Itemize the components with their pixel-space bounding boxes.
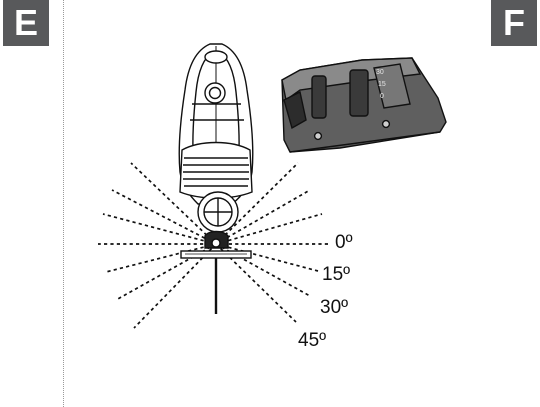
panel-e-badge: E [3,0,49,46]
jigsaw-body [178,43,254,249]
panel-divider [63,0,64,407]
angle-label-45: 45º [298,330,327,351]
bevel-scale: 30 15 0 [376,69,386,100]
shoe-bevel-detail [281,57,447,153]
angle-label-30: 30º [320,297,349,318]
shoe-plate [180,250,252,259]
bevel-scale-mark-0: 0 [380,93,384,100]
panel-f-badge: F [491,0,537,46]
bevel-scale-mark-15: 15 [378,81,386,88]
angle-label-15: 15º [322,264,351,285]
bevel-scale-mark-30: 30 [376,69,384,76]
angle-label-0: 0º [335,232,353,253]
bevel-angle-fan [98,162,330,329]
